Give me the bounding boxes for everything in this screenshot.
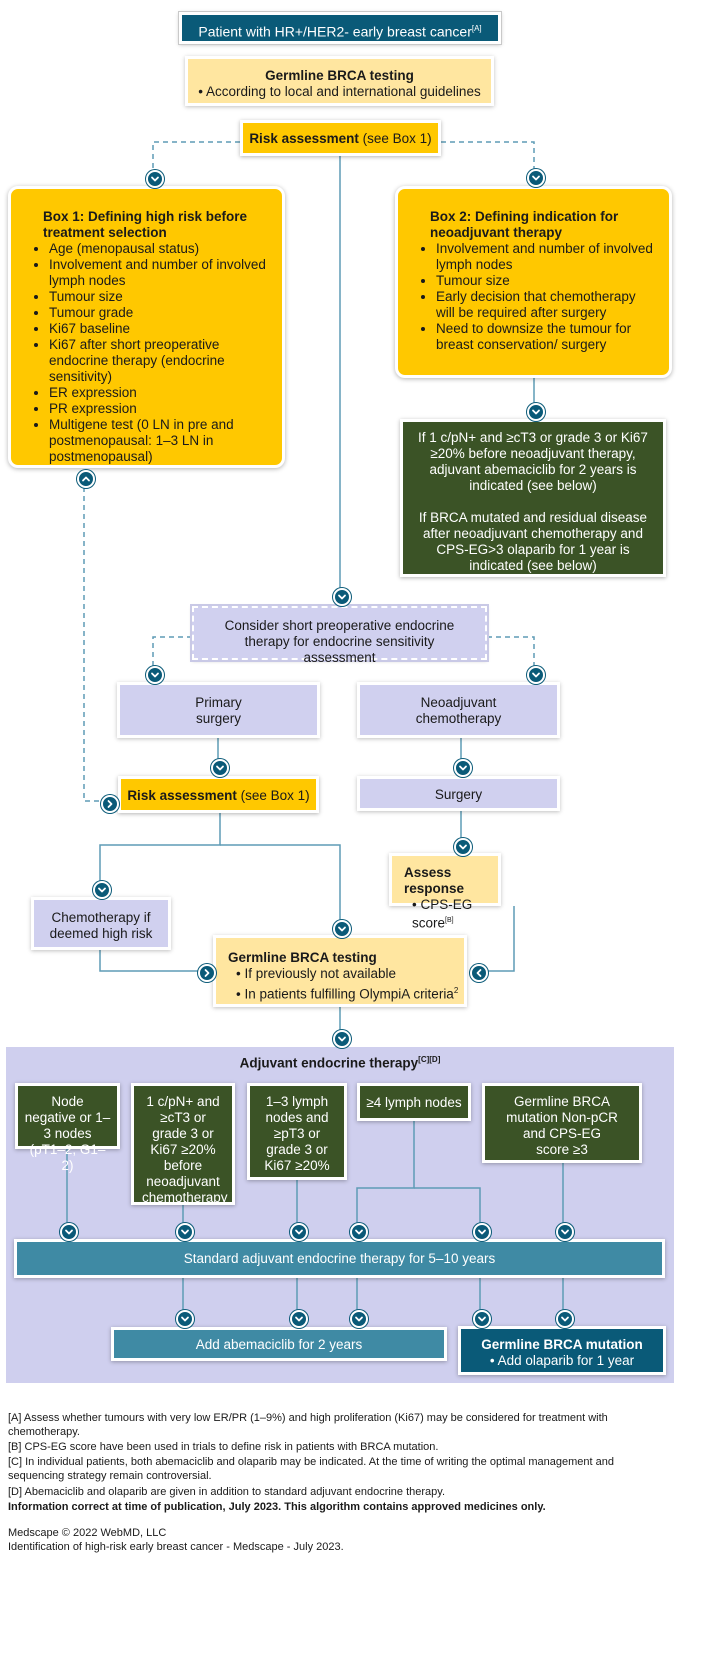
risk-top-rest: (see Box 1)	[358, 131, 432, 146]
criteria-node-negative: Node negative or 1–3 nodes (pT1–2, G1–2)	[15, 1083, 120, 1173]
assess-item: • CPS-EG score[B]	[412, 897, 473, 931]
primary-surgery-box: Primary surgery	[117, 682, 320, 738]
arrow-down-icon	[333, 920, 351, 938]
germline-mid-title: Germline BRCA testing	[228, 950, 377, 965]
box1-item: Ki67 baseline	[49, 321, 268, 337]
arrow-right-icon	[101, 795, 119, 813]
arrow-down-icon	[211, 759, 229, 777]
box2-item: Tumour size	[436, 273, 657, 289]
box1-item: Age (menopausal status)	[49, 241, 268, 257]
arrow-down-icon	[146, 666, 164, 684]
arrow-down-icon	[473, 1310, 491, 1328]
footnote-info: Information correct at time of publicati…	[8, 1501, 546, 1513]
box1-title: Box 1: Defining high risk before treatme…	[43, 209, 248, 240]
criteria-4-nodes: ≥4 lymph nodes	[357, 1083, 471, 1121]
credit-line2: Identification of high-risk early breast…	[8, 1541, 344, 1553]
arrow-down-icon	[333, 588, 351, 606]
primary-surgery-text: Primary surgery	[195, 695, 242, 726]
box1-item: ER expression	[49, 385, 268, 401]
footnote-d: [D] Abemaciclib and olaparib are given i…	[8, 1486, 446, 1498]
risk-assessment-mid: Risk assessment (see Box 1)	[118, 776, 319, 813]
box2-neoadjuvant: Box 2: Defining indication for neoadjuva…	[395, 186, 672, 378]
assess-title: Assess response	[404, 865, 465, 896]
box1-item: PR expression	[49, 401, 268, 417]
arrow-down-icon	[350, 1310, 368, 1328]
neoadjuvant-text: Neoadjuvant chemotherapy	[415, 695, 502, 726]
footnote-c: [C] In individual patients, both abemaci…	[8, 1456, 614, 1482]
patient-text: Patient with HR+/HER2- early breast canc…	[198, 23, 472, 40]
neoadjuvant-indication-box: If 1 c/pN+ and ≥cT3 or grade 3 or Ki67 ≥…	[400, 419, 666, 577]
consider-text: Consider short preoperative endocrine th…	[224, 618, 455, 665]
arrow-down-icon	[527, 169, 545, 187]
arrow-down-icon	[60, 1223, 78, 1241]
arrow-down-icon	[527, 403, 545, 421]
box2-item: Need to downsize the tumour for breast c…	[436, 321, 657, 353]
credit-line1: Medscape © 2022 WebMD, LLC	[8, 1527, 167, 1539]
patient-sup: [A]	[471, 24, 482, 33]
risk-mid-rest: (see Box 1)	[236, 788, 310, 803]
arrow-down-icon	[146, 170, 164, 188]
box1-item: Ki67 after short preoperative endocrine …	[49, 337, 268, 385]
green-p1: If 1 c/pN+ and ≥cT3 or grade 3 or Ki67 ≥…	[418, 430, 648, 493]
consider-endocrine-box: Consider short preoperative endocrine th…	[192, 606, 487, 665]
box1-item: Tumour grade	[49, 305, 268, 321]
adjuvant-title: Adjuvant endocrine therapy[C][D]	[239, 1055, 441, 1071]
box2-title: Box 2: Defining indication for neoadjuva…	[430, 209, 619, 240]
surgery-box: Surgery	[357, 776, 560, 811]
risk-mid-bold: Risk assessment	[127, 788, 237, 803]
arrow-down-icon	[290, 1310, 308, 1328]
olaparib-item: • Add olaparib for 1 year	[489, 1353, 635, 1368]
box2-item: Early decision that chemotherapy will be…	[436, 289, 657, 321]
germline-top-title: Germline BRCA testing	[265, 68, 414, 83]
risk-assessment-top: Risk assessment (see Box 1)	[240, 120, 441, 156]
arrow-down-icon	[454, 759, 472, 777]
box1-list: Age (menopausal status) Involvement and …	[31, 241, 268, 465]
criteria-1-3-nodes: 1–3 lymph nodes and ≥pT3 or grade 3 or K…	[247, 1083, 347, 1180]
arrow-down-icon	[350, 1223, 368, 1241]
abemaciclib-box: Add abemaciclib for 2 years	[111, 1327, 447, 1361]
risk-top-bold: Risk assessment	[249, 131, 359, 146]
neoadjuvant-chemo-box: Neoadjuvant chemotherapy	[357, 682, 560, 738]
arrow-down-icon	[556, 1223, 574, 1241]
criteria-cpn-neoadjuvant: 1 c/pN+ and ≥cT3 or grade 3 or Ki67 ≥20%…	[131, 1083, 235, 1205]
patient-box: Patient with HR+/HER2- early breast canc…	[179, 12, 501, 44]
box1-high-risk: Box 1: Defining high risk before treatme…	[8, 186, 285, 468]
arrow-up-icon	[77, 470, 95, 488]
box1-item: Tumour size	[49, 289, 268, 305]
arrow-down-icon	[556, 1310, 574, 1328]
arrow-left-icon	[470, 964, 488, 982]
chemotherapy-box: Chemotherapy if deemed high risk	[31, 897, 171, 950]
box1-item: Multigene test (0 LN in pre and postmeno…	[49, 417, 268, 465]
chemo-text: Chemotherapy if deemed high risk	[49, 910, 153, 941]
arrow-down-icon	[333, 1030, 351, 1048]
germline-mid-item: • If previously not available	[236, 966, 397, 981]
arrow-down-icon	[176, 1223, 194, 1241]
arrow-down-icon	[290, 1223, 308, 1241]
box1-item: Involvement and number of involved lymph…	[49, 257, 268, 289]
arrow-down-icon	[176, 1310, 194, 1328]
assess-response-box: Assess response • CPS-EG score[B]	[389, 853, 501, 931]
arrow-right-icon	[198, 964, 216, 982]
abemaciclib-text: Add abemaciclib for 2 years	[195, 1337, 363, 1352]
standard-endocrine-box: Standard adjuvant endocrine therapy for …	[14, 1239, 665, 1278]
criteria-brca-mutation: Germline BRCA mutation Non-pCR and CPS-E…	[482, 1083, 642, 1163]
box2-item: Involvement and number of involved lymph…	[436, 241, 657, 273]
footnote-b: [B] CPS-EG score have been used in trial…	[8, 1441, 439, 1453]
arrow-down-icon	[527, 666, 545, 684]
germline-top-item: • According to local and international g…	[198, 84, 481, 99]
footnote-a: [A] Assess whether tumours with very low…	[8, 1412, 608, 1438]
green-p2: If BRCA mutated and residual disease aft…	[418, 510, 648, 573]
standard-text: Standard adjuvant endocrine therapy for …	[183, 1251, 496, 1266]
olaparib-box: Germline BRCA mutation • Add olaparib fo…	[458, 1326, 666, 1375]
arrow-down-icon	[454, 838, 472, 856]
olaparib-title: Germline BRCA mutation	[481, 1337, 643, 1352]
box2-list: Involvement and number of involved lymph…	[418, 241, 657, 353]
arrow-down-icon	[93, 881, 111, 899]
surgery-text: Surgery	[434, 787, 483, 802]
arrow-down-icon	[473, 1223, 491, 1241]
germline-mid-item: • In patients fulfilling OlympiA criteri…	[236, 986, 459, 1002]
germline-testing-mid: Germline BRCA testing • If previously no…	[213, 935, 467, 1007]
germline-testing-top: Germline BRCA testing • According to loc…	[185, 56, 494, 106]
